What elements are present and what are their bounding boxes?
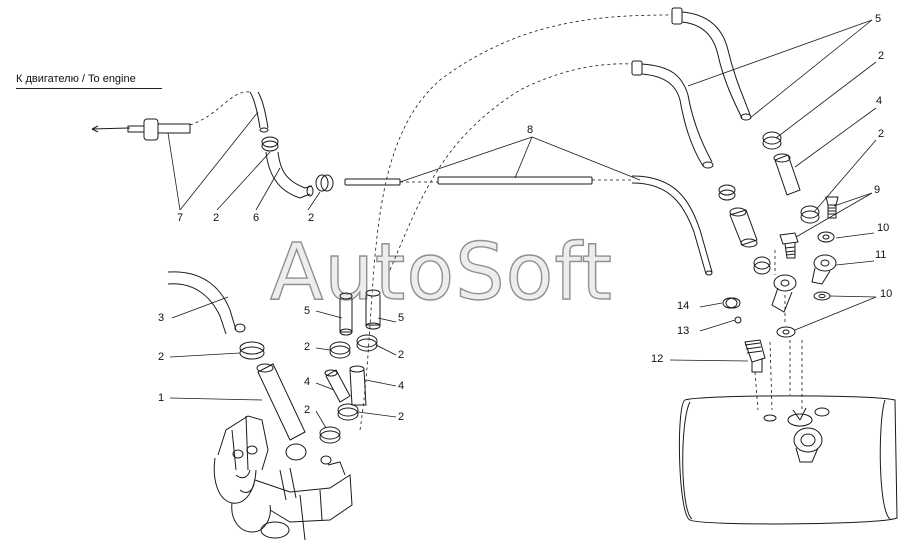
clamp-2-left-a (239, 341, 265, 360)
callout-8: 8 (527, 124, 534, 136)
dashed-routing-lines (189, 14, 803, 431)
callout-2: 2 (308, 212, 315, 224)
callout-7: 7 (177, 212, 184, 224)
hose-6-elbow (265, 151, 314, 199)
callout-5: 5 (304, 305, 311, 317)
hose-5-left-b (365, 289, 381, 330)
callout-9: 9 (874, 184, 881, 196)
callout-2: 2 (398, 349, 405, 361)
clamp-2-right-upper (762, 131, 782, 150)
hose-5-lower (631, 60, 714, 169)
engine-label-underline (16, 88, 162, 89)
callout-13: 13 (677, 325, 690, 337)
banjo-fitting-11 (811, 254, 837, 285)
callout-5: 5 (398, 312, 405, 324)
hose-1 (256, 363, 306, 441)
washer-10-lower-b (776, 326, 796, 338)
fuel-filter-assembly (213, 415, 353, 541)
leader-lines (167, 19, 877, 429)
hose-4-left-a (324, 369, 351, 403)
clamp-2-left-c (356, 334, 378, 352)
callout-2: 2 (213, 212, 220, 224)
callout-10: 10 (877, 222, 890, 234)
part-14 (722, 297, 741, 309)
callout-5: 5 (875, 13, 882, 25)
hose-4-right-upper (773, 153, 801, 196)
callout-11: 11 (875, 249, 887, 261)
clamp-2-right-mid (800, 205, 820, 224)
callout-4: 4 (876, 95, 883, 107)
clamp-2-right-low (753, 256, 771, 275)
engine-direction-label: К двигателю / To engine (16, 73, 136, 85)
callout-2: 2 (304, 341, 311, 353)
clamp-2-left-b (329, 341, 351, 359)
fitting-9-upper (825, 196, 839, 219)
clamp-2-left-d (319, 426, 341, 444)
clamp-2-left-e (337, 403, 359, 421)
banjo-fitting-lower (771, 274, 797, 313)
callout-4: 4 (398, 380, 405, 392)
fitting-12 (744, 339, 766, 373)
callout-2: 2 (304, 404, 311, 416)
washer-10-lower-a (813, 291, 831, 301)
callout-2: 2 (158, 351, 165, 363)
clamp-2-right-lower (718, 184, 736, 201)
hose-4-left-b (349, 365, 367, 406)
clamp-2-near-6 (315, 174, 334, 192)
callout-12: 12 (651, 353, 664, 365)
washer-10-upper (817, 231, 835, 243)
hose-3 (167, 271, 246, 335)
callout-2: 2 (878, 50, 885, 62)
hose-5-upper (671, 7, 752, 121)
callout-6: 6 (253, 212, 260, 224)
hose-4-right-lower (729, 207, 758, 248)
fitting-9-lower (779, 232, 799, 259)
callout-2: 2 (398, 411, 405, 423)
callout-3: 3 (158, 312, 165, 324)
callout-14: 14 (677, 300, 690, 312)
tube-8-rigid-pipes (344, 175, 713, 276)
callout-10: 10 (880, 288, 893, 300)
callout-2: 2 (878, 128, 885, 140)
clamp-2-upper-left (261, 136, 279, 152)
fuel-tank (678, 395, 898, 525)
callout-1: 1 (158, 392, 165, 404)
engine-fitting-7 (91, 118, 191, 141)
hose-7-segment (249, 91, 269, 133)
callout-4: 4 (304, 376, 311, 388)
part-13 (734, 316, 742, 324)
hose-5-left-a (339, 292, 353, 336)
